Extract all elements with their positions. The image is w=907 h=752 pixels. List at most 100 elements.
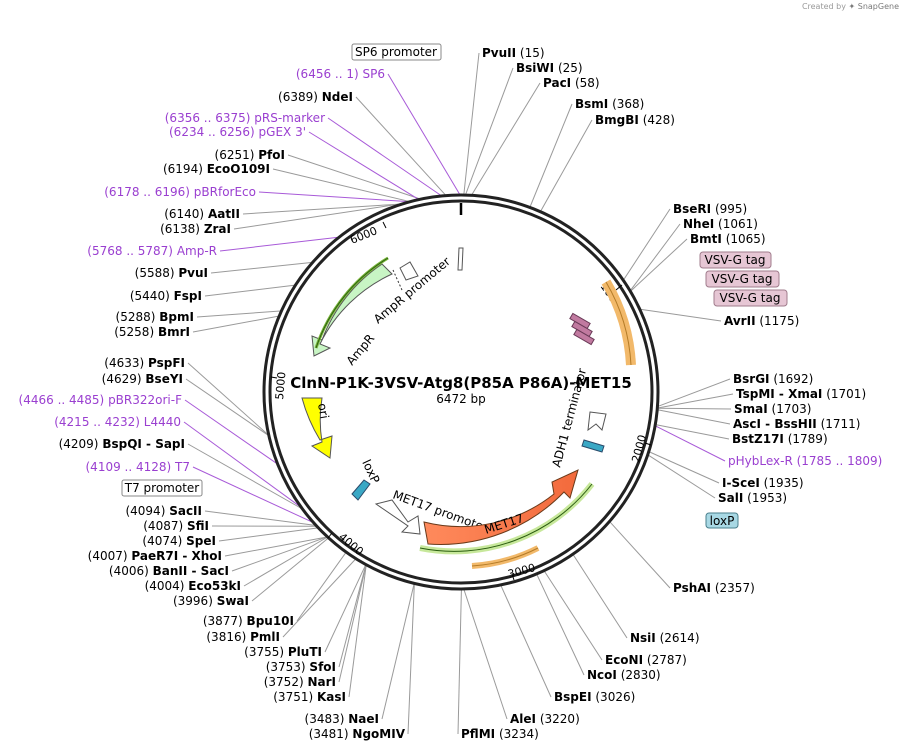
label-position: (4004) <box>145 579 185 593</box>
label-name: SP6 <box>363 67 386 81</box>
tick-label-5000: 5000 <box>273 371 288 400</box>
label-position: (5288) <box>116 310 156 324</box>
backbone-outer <box>262 193 660 591</box>
leader-line <box>251 538 329 602</box>
label-position: (1701) <box>826 387 866 401</box>
label-position: (4007) <box>88 549 128 563</box>
vsvg-tag-blocks <box>569 312 595 346</box>
leader-line <box>204 284 295 297</box>
snapgene-brand-icon: ✦ <box>848 2 856 11</box>
label-position: (1935) <box>764 476 804 490</box>
label-position: (428) <box>643 113 675 127</box>
leader-line <box>572 554 628 639</box>
leader-line <box>231 536 327 572</box>
label-position: (3755) <box>244 645 284 659</box>
label-name: AscI - BssHII <box>733 417 817 431</box>
label-position: (1711) <box>821 417 861 431</box>
primer-label-prs-marker: (6356 .. 6375) pRS-marker <box>165 111 325 125</box>
svg-text:(6251) PfoI: (6251) PfoI <box>215 148 285 162</box>
label-position: (1692) <box>773 372 813 386</box>
label-name: BspEI <box>554 690 592 704</box>
site-label-eco53ki: (4004) Eco53kI <box>145 579 241 593</box>
svg-text:SalI (1953): SalI (1953) <box>718 491 787 505</box>
plasmid-title: ClnN-P1K-3VSV-Atg8(P85A P86A)-MET15 <box>290 374 632 392</box>
label-name: SmaI <box>734 402 768 416</box>
svg-text:(5588) PvuI: (5588) PvuI <box>135 266 208 280</box>
leader-line <box>338 565 367 668</box>
leader-line <box>649 451 720 484</box>
label-name: SalI <box>718 491 743 505</box>
label-position: (4209) <box>59 437 99 451</box>
leader-line <box>192 466 312 523</box>
tick-5000: 5000 <box>270 371 288 400</box>
leader-line <box>187 443 301 509</box>
svg-text:(4087) SfiI: (4087) SfiI <box>143 519 209 533</box>
leader-line <box>457 589 462 735</box>
sp6-promoter-box-text: SP6 promoter <box>355 45 437 59</box>
leader-line <box>233 203 398 230</box>
label-name: T7 <box>174 460 190 474</box>
ori-label: ori <box>315 402 331 420</box>
ampr-label: AmpR <box>344 331 378 367</box>
site-label-smai: SmaI (1703) <box>734 402 811 416</box>
svg-text:PacI (58): PacI (58) <box>543 76 600 90</box>
label-name: NsiI <box>630 631 656 645</box>
label-position: (1065) <box>726 232 766 246</box>
site-label-pshai: PshAI (2357) <box>673 581 755 595</box>
leader-line <box>272 168 409 202</box>
site-label-naei: (3483) NaeI <box>305 712 379 726</box>
label-position: (4087) <box>143 519 183 533</box>
svg-text:(3755) PluTI: (3755) PluTI <box>244 645 322 659</box>
site-label-nhei: NheI (1061) <box>683 217 758 231</box>
label-name: PluTI <box>288 645 322 659</box>
svg-text:(4109 .. 4128) T7: (4109 .. 4128) T7 <box>86 460 191 474</box>
label-position: (6138) <box>160 222 200 236</box>
label-name: AleI <box>510 712 536 726</box>
label-position: (6356 .. 6375) <box>165 111 251 125</box>
site-label-pvui: (5588) PvuI <box>135 266 208 280</box>
label-name: NheI <box>683 217 714 231</box>
label-name: ZraI <box>204 222 231 236</box>
site-label-tspmi-xmai: TspMI - XmaI (1701) <box>736 387 866 401</box>
met17-gene-arrow <box>423 469 579 545</box>
svg-text:I-SceI (1935): I-SceI (1935) <box>722 476 804 490</box>
label-position: (5768 .. 5787) <box>87 244 173 258</box>
label-name: BseYI <box>145 372 183 386</box>
site-label-bmgbi: BmgBI (428) <box>595 113 675 127</box>
label-name: PfoI <box>258 148 285 162</box>
site-label-bpu10i: (3877) Bpu10I <box>203 614 294 628</box>
primer-label-phyblex-r: pHybLex-R (1785 .. 1809) <box>728 454 882 468</box>
site-label-bpmi: (5288) BpmI <box>116 310 194 324</box>
leader-line <box>540 119 593 212</box>
leader-line <box>258 191 407 202</box>
site-label-pvuii: PvuII (15) <box>482 46 545 60</box>
label-name: BstZ17I <box>732 432 784 446</box>
svg-text:BspEI (3026): BspEI (3026) <box>554 690 635 704</box>
label-position: (3752) <box>264 675 304 689</box>
leader-line <box>640 308 722 322</box>
label-position: (4215 .. 4232) <box>54 415 140 429</box>
svg-text:(6456 .. 1) SP6: (6456 .. 1) SP6 <box>296 67 385 81</box>
label-name: NgoMIV <box>352 727 405 741</box>
label-name: BmgBI <box>595 113 639 127</box>
primer-label-l4440: (4215 .. 4232) L4440 <box>54 415 181 429</box>
svg-text:(4629) BseYI: (4629) BseYI <box>102 372 183 386</box>
label-name: SfiI <box>187 519 209 533</box>
label-name: NaeI <box>348 712 379 726</box>
svg-text:PvuII (15): PvuII (15) <box>482 46 545 60</box>
svg-text:(5440) FspI: (5440) FspI <box>130 289 202 303</box>
vsvg-orange-arc-edge <box>605 281 632 366</box>
svg-text:(3816) PmlI: (3816) PmlI <box>206 630 280 644</box>
label-name: PaeR7I - XhoI <box>131 549 222 563</box>
label-position: (4466 .. 4485) <box>19 393 105 407</box>
leader-line <box>463 52 480 195</box>
svg-text:(6234 .. 6256) pGEX 3': (6234 .. 6256) pGEX 3' <box>169 125 306 139</box>
leader-line <box>196 310 281 318</box>
label-name: BspQI - SapI <box>102 437 185 451</box>
plasmid-length: 6472 bp <box>436 392 486 406</box>
svg-text:BseRI (995): BseRI (995) <box>673 202 747 216</box>
svg-text:(4094) SacII: (4094) SacII <box>125 504 202 518</box>
site-label-i-scei: I-SceI (1935) <box>722 476 804 490</box>
svg-text:PflMI (3234): PflMI (3234) <box>461 727 539 741</box>
label-name: BanII - SacI <box>153 564 229 578</box>
